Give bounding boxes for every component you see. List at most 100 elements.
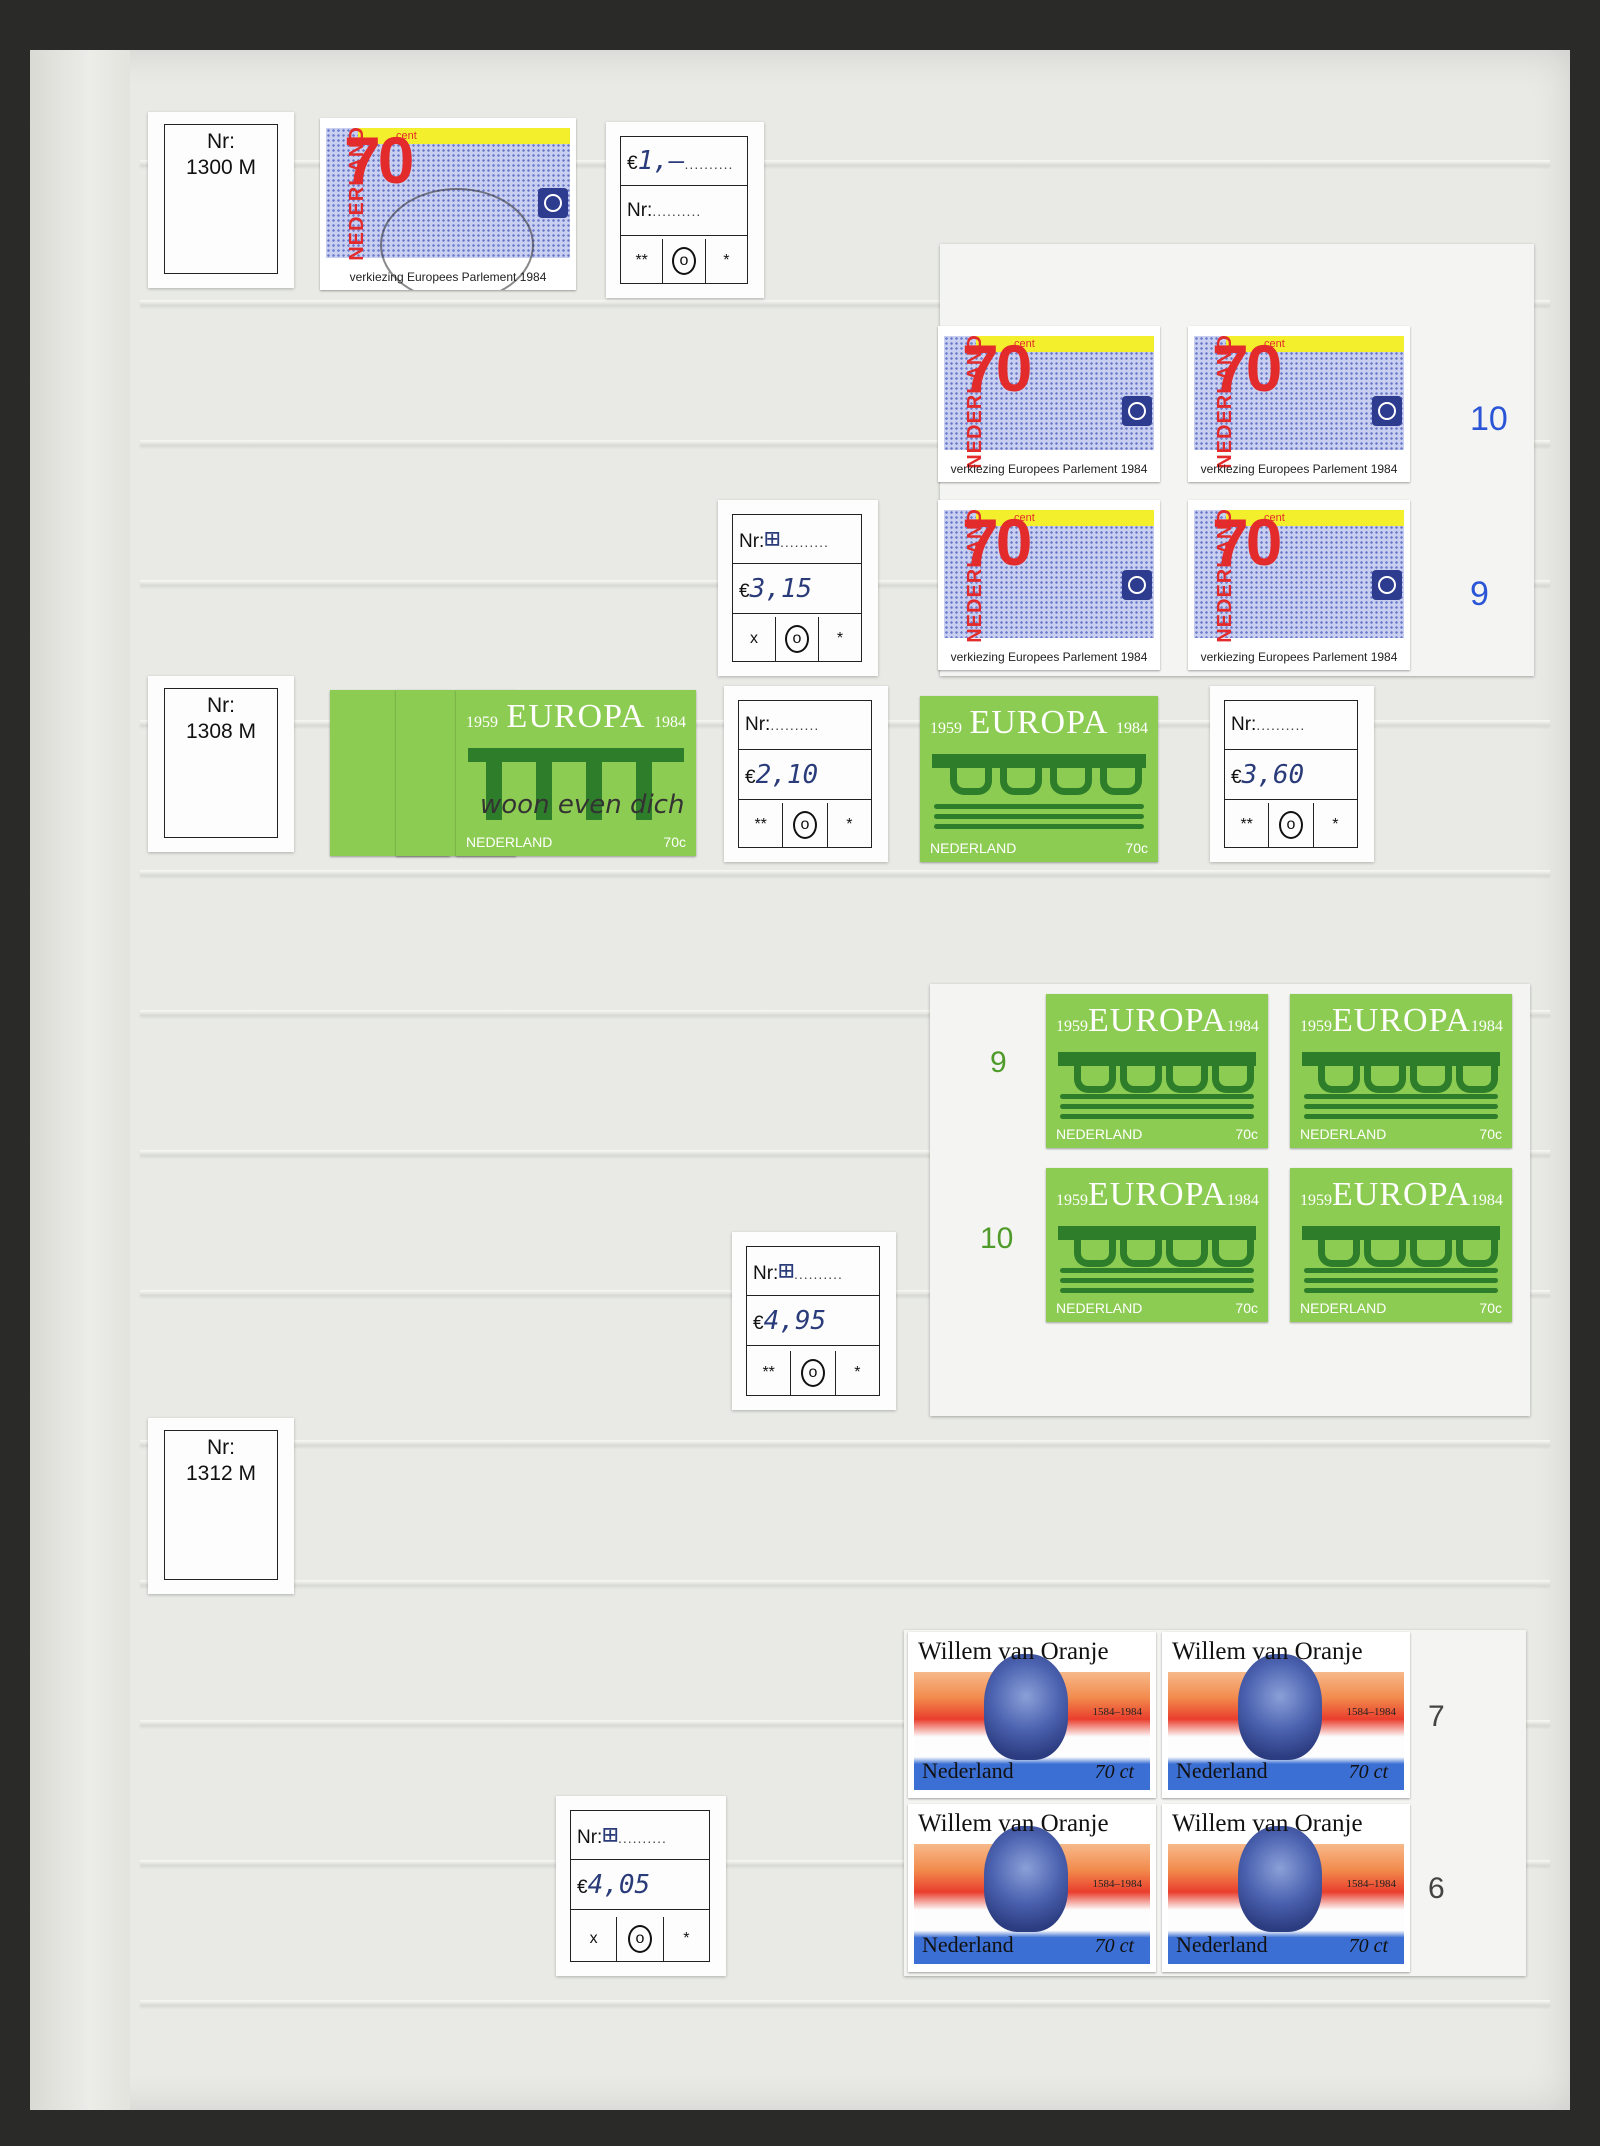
- nr-label-number: 1312 M: [185, 1462, 257, 1485]
- stamp-cent: cent: [1264, 338, 1285, 350]
- stamp-title: Willem van Oranje: [918, 1810, 1109, 1837]
- stamp-caption: verkiezing Europees Parlement 1984: [1200, 650, 1398, 664]
- album-strip: [140, 1860, 1550, 1866]
- parliament-stamp: 70 cent NEDERLAND verkiezing Europees Pa…: [1188, 500, 1410, 670]
- stamp-value: 70: [1212, 505, 1282, 579]
- album-strip: [140, 870, 1550, 876]
- price-row-label: €: [577, 1877, 588, 1898]
- price-row-label: €: [1231, 767, 1242, 788]
- ec-emblem-icon: [1372, 570, 1402, 600]
- handwritten-value: ⊞: [764, 524, 780, 554]
- stamp-cent: cent: [1264, 512, 1285, 524]
- condition-mint: **: [1225, 803, 1270, 847]
- dotted-line: ..........: [793, 1266, 843, 1282]
- stamp-value: 70: [344, 123, 414, 197]
- stamp-value: 70: [1212, 331, 1282, 405]
- stamp-country: Nederland: [922, 1758, 1014, 1783]
- plate-number: 9: [990, 1046, 1007, 1079]
- price-row-label: Nr:: [577, 1827, 603, 1848]
- stamp-title: Willem van Oranje: [1172, 1638, 1363, 1665]
- parliament-stamp-used: 70 cent NEDERLAND verkiezing Europees Pa…: [320, 118, 576, 290]
- price-row-label: €: [627, 153, 638, 174]
- stamp-value: 70 ct: [1348, 1935, 1388, 1957]
- handwritten-value: 2,10: [755, 760, 819, 790]
- stamp-years: 1584–1984: [1346, 1706, 1397, 1718]
- stamp-value: 70 ct: [1348, 1761, 1388, 1783]
- nr-label-title: Nr:: [207, 1436, 235, 1459]
- condition-mint: x: [733, 617, 776, 661]
- stamp-cent: cent: [1014, 512, 1035, 524]
- price-row-label: Nr:: [753, 1263, 779, 1284]
- condition-mint: **: [747, 1351, 792, 1395]
- stamp-caption: verkiezing Europees Parlement 1984: [1200, 462, 1398, 476]
- stamp-cent: cent: [1014, 338, 1035, 350]
- price-row-label: €: [739, 581, 750, 602]
- stamp-country: NEDERLAND: [963, 508, 986, 643]
- stamp-cent: cent: [396, 130, 417, 142]
- nr-label-card: Nr: 1308 M: [148, 676, 294, 852]
- condition-used: o: [617, 1917, 664, 1961]
- condition-mint: x: [571, 1917, 618, 1961]
- nr-label-card: Nr: 1300 M: [148, 112, 294, 288]
- portrait-image: [984, 1654, 1068, 1760]
- nr-label-number: 1300 M: [185, 156, 257, 179]
- stamp-country: NEDERLAND: [345, 126, 368, 261]
- condition-hinged: *: [836, 630, 844, 647]
- stamp-title: Willem van Oranje: [918, 1638, 1109, 1665]
- handwritten-value: 1,–: [637, 146, 685, 176]
- stamp-years: 1584–1984: [1346, 1878, 1397, 1890]
- parliament-stamp: 70 cent NEDERLAND verkiezing Europees Pa…: [938, 500, 1160, 670]
- condition-hinged: *: [854, 1364, 861, 1381]
- condition-mint: **: [739, 803, 784, 847]
- stamp-years: 1584–1984: [1092, 1706, 1143, 1718]
- portrait-image: [1238, 1654, 1322, 1760]
- parliament-stamp: 70 cent NEDERLAND verkiezing Europees Pa…: [938, 326, 1160, 482]
- dotted-line: ..........: [684, 156, 734, 172]
- stamp-country: NEDERLAND: [1213, 508, 1236, 643]
- stamp-country: Nederland: [1176, 1758, 1268, 1783]
- handwritten-value: 3,60: [1241, 760, 1305, 790]
- handwritten-value: 4,05: [587, 1870, 651, 1900]
- plate-number: 10: [980, 1222, 1014, 1255]
- album-strip: [140, 1010, 1550, 1016]
- stamp-title: Willem van Oranje: [1172, 1810, 1363, 1837]
- condition-hinged: *: [683, 1930, 690, 1947]
- price-card: Nr:.......... €2,10 **o *: [724, 686, 888, 862]
- willem-stamp: Willem van Oranje 1584–1984 Nederland 70…: [908, 1804, 1156, 1972]
- willem-stamp: Willem van Oranje 1584–1984 Nederland 70…: [1162, 1804, 1410, 1972]
- condition-used: o: [783, 803, 828, 847]
- stamp-value: 70: [962, 505, 1032, 579]
- postmark-text: woon even dich: [480, 790, 685, 820]
- condition-cells: **o*: [621, 239, 747, 283]
- condition-cells: **o *: [739, 803, 871, 847]
- condition-hinged: *: [846, 816, 853, 833]
- price-card: Nr:⊞.......... €4,95 **o*: [732, 1232, 896, 1410]
- condition-used: o: [663, 239, 706, 283]
- condition-cells: **o*: [1225, 803, 1357, 847]
- dotted-line: ..........: [770, 717, 820, 733]
- nr-label-number: 1308 M: [185, 720, 257, 743]
- dotted-line: ..........: [779, 534, 829, 550]
- parliament-stamp: 70 cent NEDERLAND verkiezing Europees Pa…: [1188, 326, 1410, 482]
- stamp-country: Nederland: [1176, 1932, 1268, 1957]
- condition-mint: **: [621, 239, 664, 283]
- price-row-label: €: [745, 767, 756, 788]
- price-row-label: Nr:: [745, 714, 771, 735]
- album-strip: [140, 1720, 1550, 1726]
- dotted-line: ..........: [617, 1830, 667, 1846]
- ec-emblem-icon: [1122, 396, 1152, 426]
- plate-number: 7: [1428, 1700, 1445, 1733]
- condition-cells: **o*: [747, 1351, 879, 1395]
- stamp-value: 70 ct: [1094, 1935, 1134, 1957]
- ec-emblem-icon: [1372, 396, 1402, 426]
- album-strip: [140, 300, 1550, 306]
- price-card: Nr:.......... €3,60 **o*: [1210, 686, 1374, 862]
